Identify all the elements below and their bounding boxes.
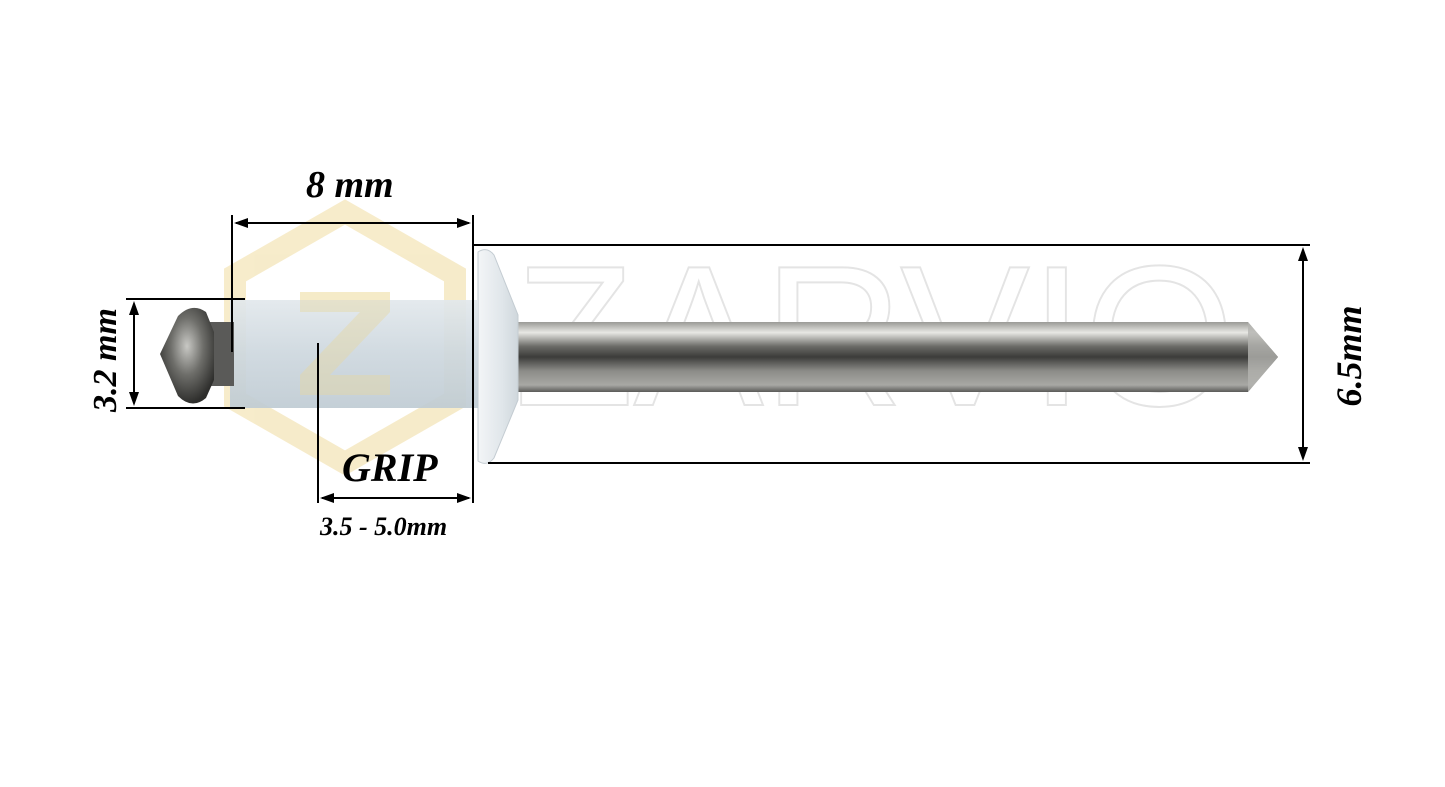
rivet-head (477, 249, 519, 464)
body-length-label: 8 mm (306, 164, 394, 206)
body-diameter-label: 3.2 mm (87, 308, 124, 412)
grip-range-label: 3.5 - 5.0mm (320, 512, 448, 541)
rivet-body (230, 300, 478, 408)
mandrel (512, 322, 1278, 392)
mandrel-tail (160, 307, 234, 404)
watermark-overlay (300, 300, 390, 395)
head-diameter-label: 6.5mm (1329, 305, 1369, 407)
dimension-lines (126, 215, 1310, 503)
grip-title: GRIP (342, 445, 438, 490)
dimension-arrowheads (129, 218, 1308, 503)
